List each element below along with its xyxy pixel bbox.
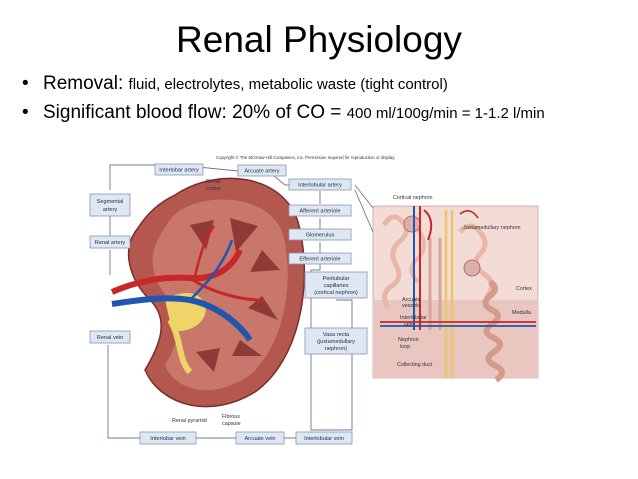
label-arcuate-vessels-line1: Arcuate: [402, 297, 421, 303]
svg-text:artery: artery: [103, 207, 118, 213]
box-interlobar-artery: Interlobar artery: [154, 163, 204, 176]
label-renal-pyramid: Renal pyramid: [172, 418, 207, 424]
renal-artery-illustration: [110, 225, 263, 302]
box-segmental-artery: Segmental artery: [89, 193, 131, 217]
collecting-duct-illustration: [444, 210, 454, 378]
bullet-marker: •: [22, 73, 29, 94]
svg-text:Arcuate vein: Arcuate vein: [244, 436, 275, 442]
svg-text:capillaries: capillaries: [324, 283, 349, 289]
bullet-removal: • Removal: fluid, electrolytes, metaboli…: [22, 70, 632, 99]
label-fibrous-capsule-line1: Fibrous: [222, 414, 240, 420]
svg-text:Efferent arteriole: Efferent arteriole: [299, 257, 340, 263]
svg-text:Interlobar vein: Interlobar vein: [150, 436, 185, 442]
label-renal-cortex-line1: Renal: [206, 179, 220, 185]
box-peritubular-capillaries: Peritubular capillaries (cortical nephro…: [304, 271, 368, 299]
box-arcuate-artery: Arcuate artery: [237, 164, 287, 177]
svg-text:Interlobular vein: Interlobular vein: [304, 436, 344, 442]
cortical-nephron-illustration: [381, 214, 442, 330]
box-afferent-arteriole: Afferent arteriole: [288, 204, 352, 217]
bullet-text-detail: 400 ml/100g/min = 1-1.2 l/min: [346, 105, 545, 122]
label-cortex: Cortex: [516, 286, 532, 292]
bullet-marker: •: [22, 102, 29, 123]
bullet-list: • Removal: fluid, electrolytes, metaboli…: [22, 70, 632, 128]
svg-text:nephron): nephron): [325, 346, 348, 352]
label-collecting-duct: Collecting duct: [397, 362, 433, 368]
bullet-blood-flow: • Significant blood flow: 20% of CO = 40…: [22, 99, 632, 128]
bullet-text: fluid, electrolytes, metabolic waste (ti…: [128, 76, 448, 93]
box-interlobular-artery: Interlobular artery: [288, 178, 352, 191]
svg-text:Afferent arteriole: Afferent arteriole: [299, 209, 340, 215]
label-fibrous-capsule-line2: capsule: [222, 421, 241, 427]
label-medulla: Medulla: [512, 310, 531, 316]
label-juxtamedullary-nephron: Juxtamedullary nephron: [463, 225, 521, 231]
box-interlobar-vein: Interlobar vein: [139, 431, 197, 445]
label-renal-cortex-line2: cortex: [206, 186, 221, 192]
tissue-vessels: [380, 206, 536, 330]
renal-pyramids: [190, 218, 280, 372]
box-renal-vein: Renal vein: [89, 330, 131, 344]
box-arcuate-vein: Arcuate vein: [235, 431, 285, 445]
label-arcuate-vessels-line2: vessels: [402, 303, 420, 309]
box-renal-artery: Renal artery: [89, 235, 131, 249]
box-vasa-recta: Vasa recta (juxtamedullary nephron): [304, 327, 368, 355]
svg-text:Glomerulus: Glomerulus: [306, 233, 335, 239]
label-interlobular-vein-line2: vein: [404, 322, 414, 328]
svg-text:(cortical nephron): (cortical nephron): [314, 290, 358, 296]
label-nephron-loop-line2: loop: [400, 344, 410, 350]
box-interlobular-vein: Interlobular vein: [295, 431, 353, 445]
juxtamedullary-nephron-illustration: [458, 223, 505, 383]
label-cortical-nephron: Cortical nephron: [393, 195, 433, 201]
bullet-label: Significant blood flow:: [43, 102, 227, 123]
bullet-label: Removal:: [43, 73, 124, 94]
svg-text:Arcuate artery: Arcuate artery: [244, 169, 279, 175]
svg-text:Interlobar artery: Interlobar artery: [159, 168, 199, 174]
bullet-text: 20% of CO =: [232, 102, 347, 123]
copyright-note: Copyright © The McGraw-Hill Companies, I…: [216, 155, 395, 160]
svg-text:Interlobular artery: Interlobular artery: [298, 183, 342, 189]
renal-vein-illustration: [111, 239, 253, 342]
svg-text:Renal vein: Renal vein: [97, 335, 123, 341]
svg-text:Peritubular: Peritubular: [322, 276, 349, 282]
svg-text:(juxtamedullary: (juxtamedullary: [317, 339, 355, 345]
label-interlobular-vein-line1: Interlobular: [400, 315, 427, 321]
svg-text:Vasa recta: Vasa recta: [323, 332, 350, 338]
label-nephron-loop-line1: Nephron: [398, 337, 419, 343]
svg-text:Renal artery: Renal artery: [95, 240, 126, 246]
slide-title: Renal Physiology: [176, 19, 462, 60]
box-efferent-arteriole: Efferent arteriole: [288, 252, 352, 265]
svg-text:Segmental: Segmental: [97, 199, 124, 205]
box-glomerulus: Glomerulus: [288, 228, 352, 241]
flow-connectors: [107, 164, 374, 439]
medulla-region: [373, 300, 538, 378]
